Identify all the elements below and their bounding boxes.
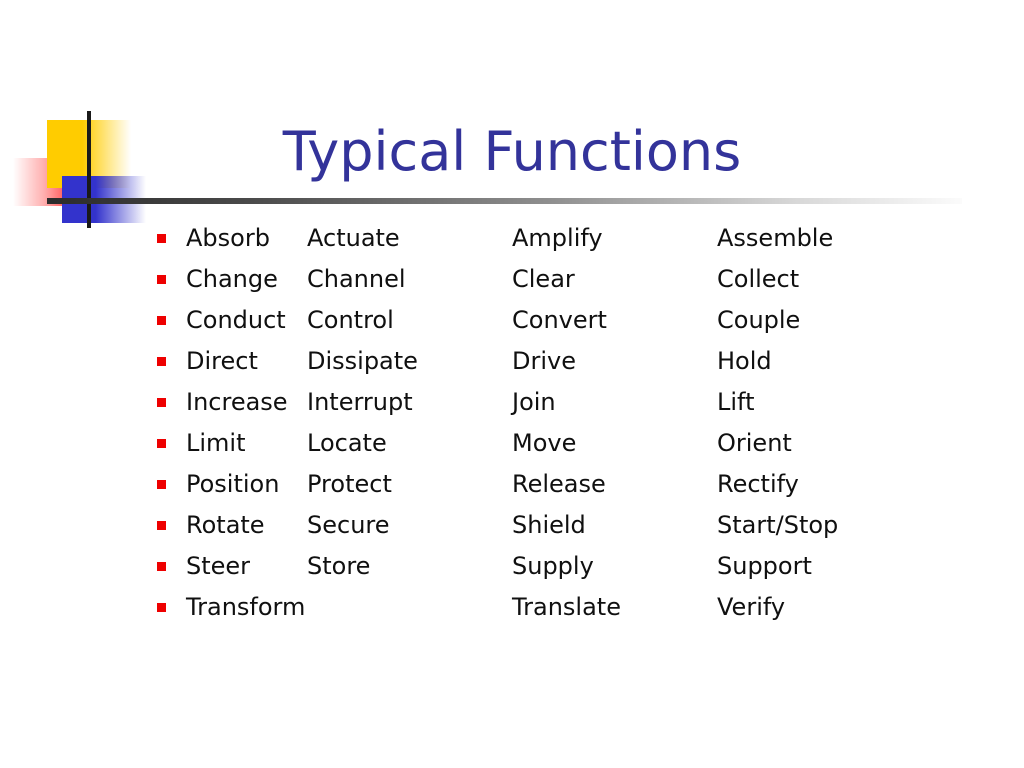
list-item: Absorb Actuate Amplify Assemble: [0, 220, 1024, 261]
function-term: Conduct: [186, 306, 286, 334]
list-item: Steer Store Supply Support: [0, 548, 1024, 589]
function-term: Change: [186, 265, 278, 293]
function-term: Support: [717, 552, 812, 580]
function-term: Store: [307, 552, 371, 580]
function-term: Couple: [717, 306, 801, 334]
list-item: Limit Locate Move Orient: [0, 425, 1024, 466]
function-term: Move: [512, 429, 577, 457]
function-term: Locate: [307, 429, 387, 457]
list-item: Direct Dissipate Drive Hold: [0, 343, 1024, 384]
function-term: Protect: [307, 470, 392, 498]
function-term: Limit: [186, 429, 246, 457]
bullet-square-icon: [157, 603, 166, 612]
function-term: Assemble: [717, 224, 834, 252]
function-term: Convert: [512, 306, 607, 334]
bullet-square-icon: [157, 521, 166, 530]
function-term: Orient: [717, 429, 792, 457]
function-term: Steer: [186, 552, 251, 580]
function-term: Position: [186, 470, 280, 498]
function-term: Direct: [186, 347, 258, 375]
function-term: Increase: [186, 388, 288, 416]
bullet-square-icon: [157, 316, 166, 325]
bullet-square-icon: [157, 357, 166, 366]
list-item: Conduct Control Convert Couple: [0, 302, 1024, 343]
function-term: Join: [512, 388, 556, 416]
list-item: Increase Interrupt Join Lift: [0, 384, 1024, 425]
function-term: Clear: [512, 265, 575, 293]
bullet-square-icon: [157, 439, 166, 448]
logo-vertical-line-icon: [87, 111, 91, 228]
function-term: Channel: [307, 265, 406, 293]
function-term: Secure: [307, 511, 390, 539]
function-term: Hold: [717, 347, 772, 375]
function-term: Actuate: [307, 224, 400, 252]
function-term: Supply: [512, 552, 594, 580]
bullet-square-icon: [157, 398, 166, 407]
list-item: Transform Translate Verify: [0, 589, 1024, 630]
function-term: Transform: [186, 593, 306, 621]
function-term: Rotate: [186, 511, 265, 539]
function-term: Control: [307, 306, 394, 334]
function-term: Translate: [512, 593, 621, 621]
bullet-square-icon: [157, 234, 166, 243]
function-term: Start/Stop: [717, 511, 839, 539]
list-item: Change Channel Clear Collect: [0, 261, 1024, 302]
function-term: Absorb: [186, 224, 270, 252]
bullet-square-icon: [157, 275, 166, 284]
function-term: Amplify: [512, 224, 603, 252]
function-term: Interrupt: [307, 388, 413, 416]
bullet-square-icon: [157, 562, 166, 571]
function-term: Rectify: [717, 470, 799, 498]
title-underline-rule: [47, 198, 962, 204]
function-term: Drive: [512, 347, 576, 375]
function-term: Collect: [717, 265, 800, 293]
function-term: Shield: [512, 511, 586, 539]
function-term: Verify: [717, 593, 786, 621]
function-term: Lift: [717, 388, 755, 416]
function-term: Dissipate: [307, 347, 418, 375]
list-item: Position Protect Release Rectify: [0, 466, 1024, 507]
list-item: Rotate Secure Shield Start/Stop: [0, 507, 1024, 548]
function-term: Release: [512, 470, 606, 498]
page-title: Typical Functions: [282, 120, 742, 183]
bullet-square-icon: [157, 480, 166, 489]
